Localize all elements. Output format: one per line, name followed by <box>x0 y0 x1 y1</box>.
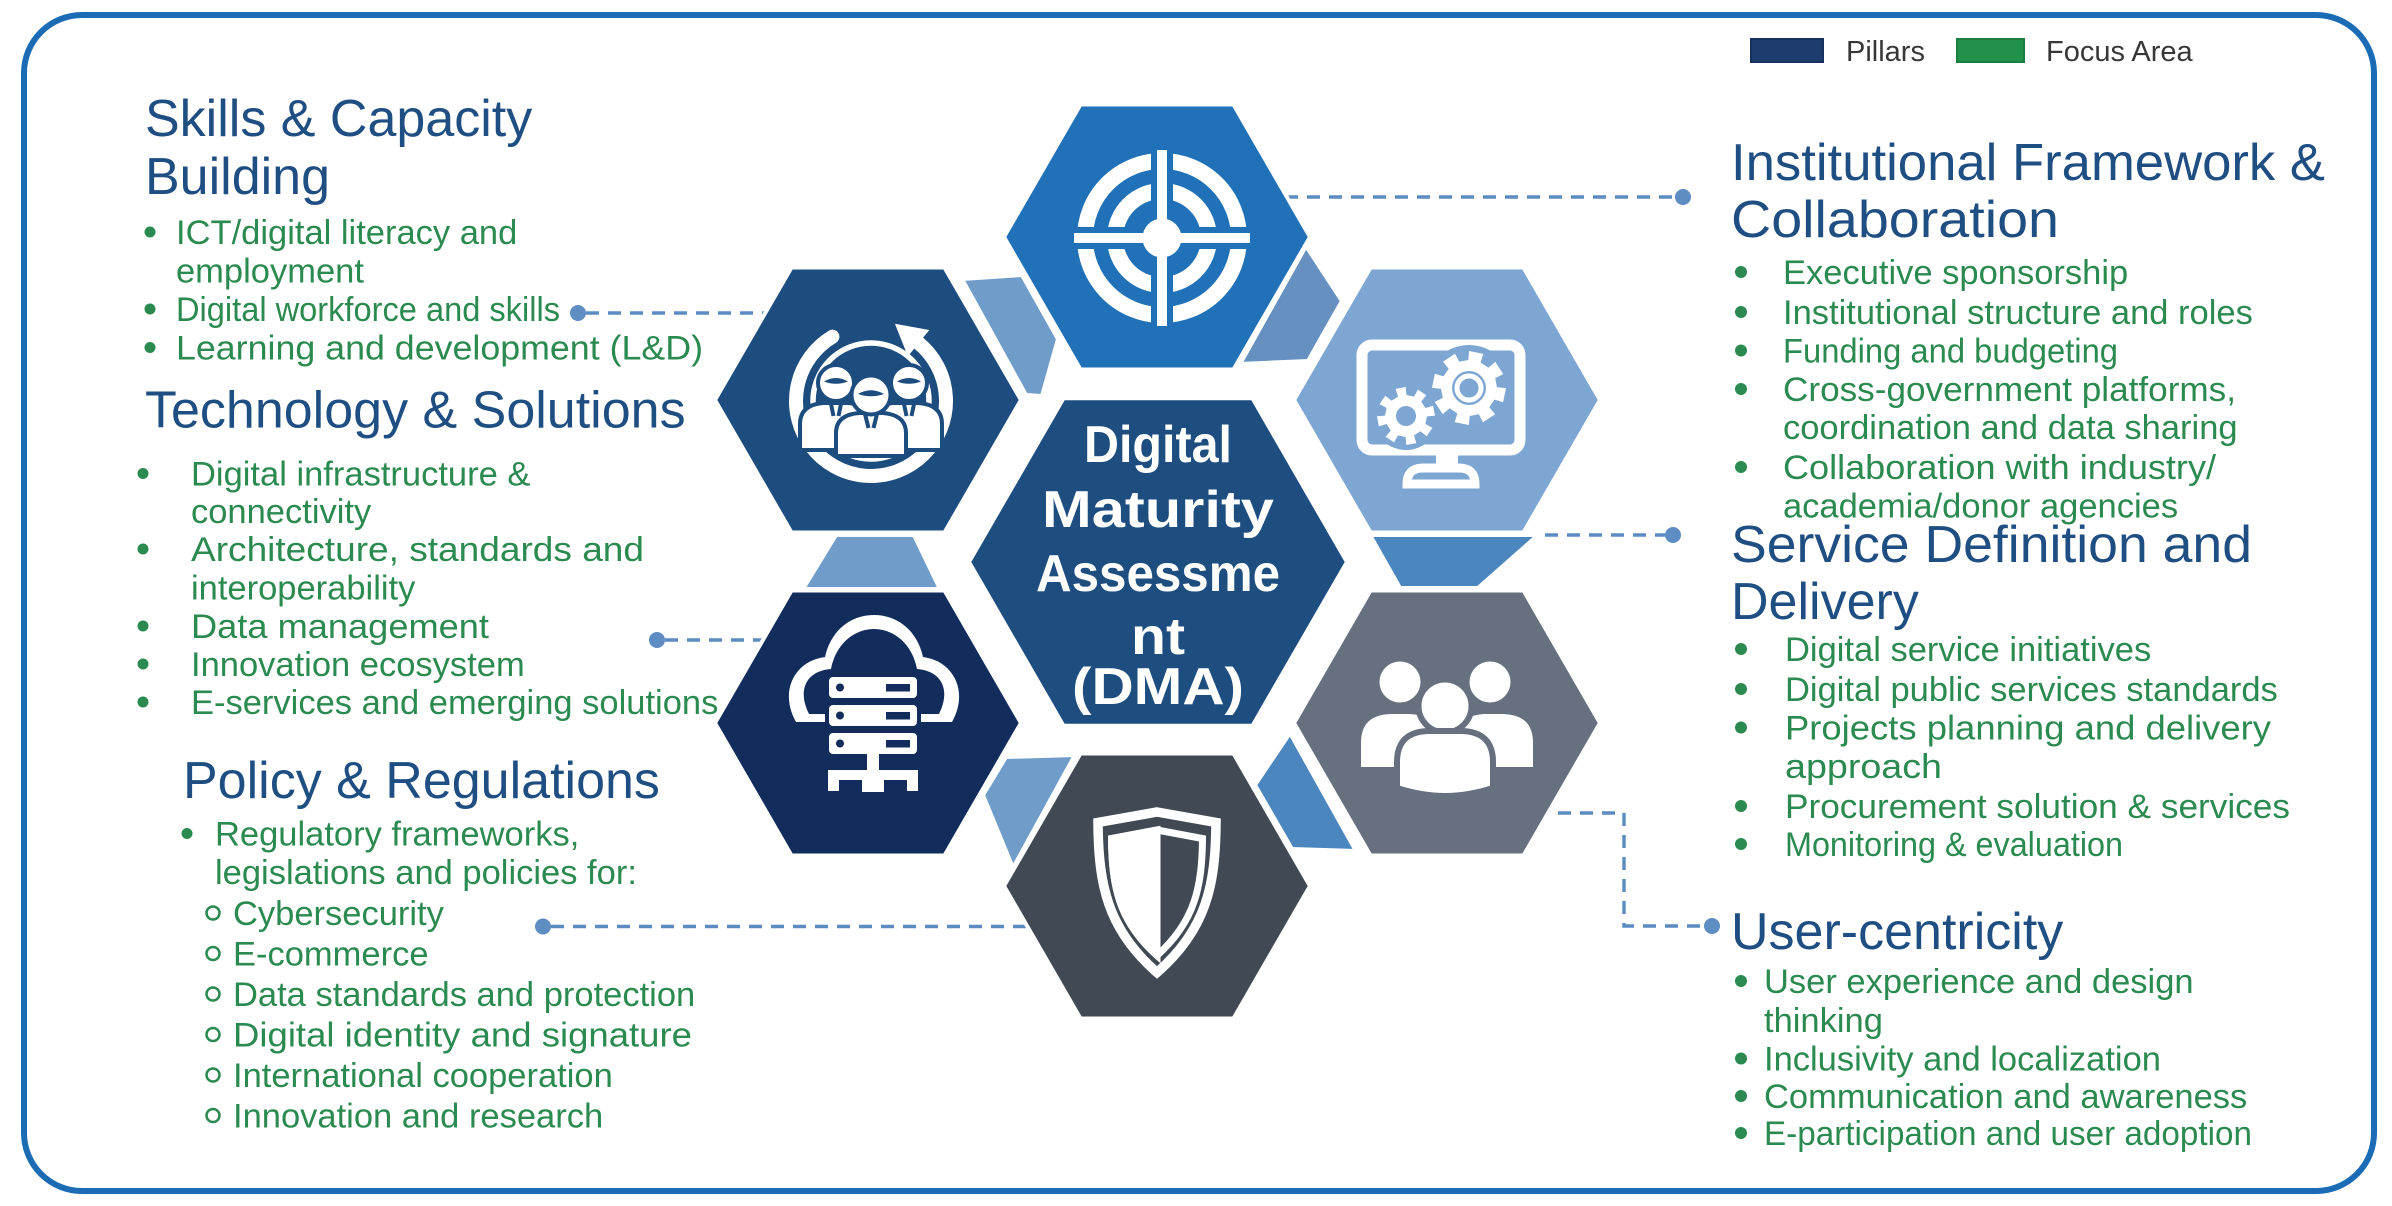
svg-text:E-commerce: E-commerce <box>233 936 429 974</box>
svg-text:Delivery: Delivery <box>1731 573 1919 631</box>
svg-text:E-participation and user adopt: E-participation and user adoption <box>1764 1115 2252 1153</box>
svg-text:nt: nt <box>1131 608 1185 666</box>
svg-text:legislations and policies for:: legislations and policies for: <box>215 854 637 892</box>
svg-text:Digital workforce and skills: Digital workforce and skills <box>176 291 560 329</box>
svg-text:coordination and data sharing: coordination and data sharing <box>1783 409 2238 447</box>
svg-text:User-centricity: User-centricity <box>1731 903 2063 961</box>
svg-text:Projects planning and delivery: Projects planning and delivery <box>1785 710 2272 748</box>
svg-text:Assessme: Assessme <box>1036 545 1280 603</box>
svg-text:academia/donor agencies: academia/donor agencies <box>1783 488 2178 526</box>
svg-text:Innovation ecosystem: Innovation ecosystem <box>191 646 525 684</box>
svg-text:Policy & Regulations: Policy & Regulations <box>183 752 660 810</box>
svg-text:Service Definition and: Service Definition and <box>1731 516 2252 574</box>
svg-text:Digital public services standa: Digital public services standards <box>1785 671 2278 709</box>
svg-text:interoperability: interoperability <box>191 570 416 608</box>
svg-text:Maturity: Maturity <box>1042 481 1274 539</box>
svg-text:Monitoring & evaluation: Monitoring & evaluation <box>1785 826 2123 864</box>
svg-text:Digital service initiatives: Digital service initiatives <box>1785 631 2151 669</box>
svg-text:Data management: Data management <box>191 608 489 646</box>
svg-text:Digital: Digital <box>1084 416 1232 474</box>
svg-text:User experience and design: User experience and design <box>1764 963 2194 1001</box>
svg-text:Communication and awareness: Communication and awareness <box>1764 1078 2247 1116</box>
svg-text:Focus Area: Focus Area <box>2046 36 2194 68</box>
svg-text:Digital identity and signature: Digital identity and signature <box>233 1017 692 1055</box>
svg-text:Architecture, standards and: Architecture, standards and <box>191 531 644 569</box>
svg-text:Inclusivity and localization: Inclusivity and localization <box>1764 1041 2161 1079</box>
svg-text:Collaboration with industry/: Collaboration with industry/ <box>1783 449 2216 487</box>
svg-text:employment: employment <box>176 253 364 291</box>
svg-text:Learning and development (L&D): Learning and development (L&D) <box>176 330 703 368</box>
svg-text:thinking: thinking <box>1764 1002 1883 1040</box>
svg-text:E-services and emerging soluti: E-services and emerging solutions <box>191 684 718 722</box>
svg-text:Institutional structure and ro: Institutional structure and roles <box>1783 294 2253 332</box>
svg-text:Technology & Solutions: Technology & Solutions <box>145 382 686 440</box>
svg-text:Innovation and research: Innovation and research <box>233 1098 603 1136</box>
svg-text:Cross-government platforms,: Cross-government platforms, <box>1783 371 2236 409</box>
svg-text:International cooperation: International cooperation <box>233 1057 613 1095</box>
svg-text:connectivity: connectivity <box>191 493 372 531</box>
svg-text:(DMA): (DMA) <box>1072 658 1244 716</box>
svg-text:Building: Building <box>145 148 330 206</box>
svg-text:Funding and budgeting: Funding and budgeting <box>1783 333 2118 371</box>
svg-text:Cybersecurity: Cybersecurity <box>233 895 445 933</box>
svg-text:Collaboration: Collaboration <box>1731 191 2059 249</box>
svg-text:Digital infrastructure &: Digital infrastructure & <box>191 456 530 494</box>
svg-text:approach: approach <box>1785 748 1942 786</box>
svg-text:Pillars: Pillars <box>1846 36 1925 68</box>
svg-text:Executive sponsorship: Executive sponsorship <box>1783 254 2128 292</box>
svg-text:Skills & Capacity: Skills & Capacity <box>145 90 532 148</box>
svg-text:ICT/digital literacy and: ICT/digital literacy and <box>176 214 517 252</box>
svg-text:Data standards and protection: Data standards and protection <box>233 976 695 1014</box>
svg-text:Institutional Framework &: Institutional Framework & <box>1731 134 2325 192</box>
svg-text:Regulatory frameworks,: Regulatory frameworks, <box>215 816 579 854</box>
svg-text:Procurement solution & service: Procurement solution & services <box>1785 788 2290 826</box>
